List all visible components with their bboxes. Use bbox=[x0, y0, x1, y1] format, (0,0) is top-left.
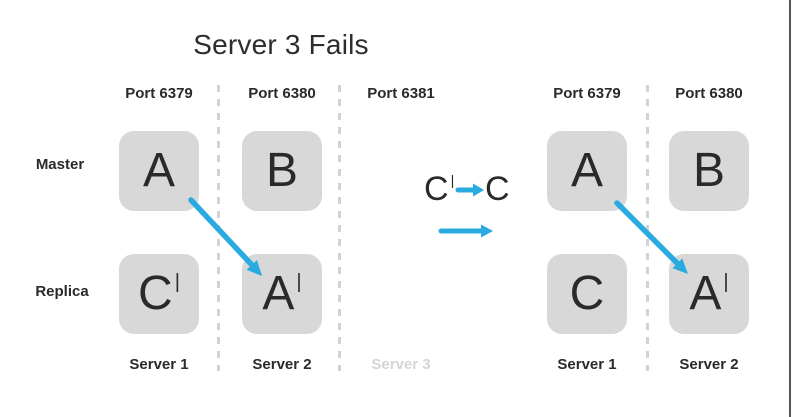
port-label: Port 6379 bbox=[553, 85, 621, 102]
replica-shard-box-c: C bbox=[547, 254, 627, 334]
master-shard-box-b: B bbox=[242, 131, 322, 211]
diagram-title: Server 3 Fails bbox=[193, 29, 369, 60]
row-label-master: Master bbox=[35, 156, 85, 173]
server-label: Server 2 bbox=[252, 356, 312, 373]
shard-letter: A bbox=[570, 144, 603, 197]
shard-letter: B bbox=[692, 144, 725, 197]
prime-mark: | bbox=[723, 270, 729, 293]
shard-letter: A| bbox=[262, 267, 302, 320]
prime-mark: | bbox=[174, 270, 180, 293]
row-label-replica: Replica bbox=[35, 283, 89, 300]
port-label: Port 6379 bbox=[125, 85, 193, 102]
before-server-1-column: Port 6379 A C| Server 1 bbox=[97, 85, 221, 377]
prime-mark: | bbox=[450, 173, 455, 190]
replica-shard-box-c-prime: C| bbox=[119, 254, 199, 334]
server-label-failed: Server 3 bbox=[371, 356, 431, 373]
dashed-separator-2 bbox=[338, 85, 341, 371]
replica-shard-box-a-prime: A| bbox=[669, 254, 749, 334]
port-label: Port 6381 bbox=[367, 85, 435, 102]
shard-letter: B bbox=[265, 144, 298, 197]
transition-from-letter: C| bbox=[424, 170, 454, 215]
master-shard-box-a: A bbox=[547, 131, 627, 211]
shard-letter: A| bbox=[689, 267, 729, 320]
server-label: Server 1 bbox=[129, 356, 189, 373]
before-server-3-column-failed: Port 6381 Server 3 bbox=[339, 85, 463, 377]
before-server-2-column: Port 6380 B A| Server 2 bbox=[220, 85, 344, 377]
master-shard-box-b: B bbox=[669, 131, 749, 211]
prime-mark: | bbox=[296, 270, 302, 293]
master-shard-box-a: A bbox=[119, 131, 199, 211]
after-server-1-column: Port 6379 A C Server 1 bbox=[525, 85, 649, 377]
port-label: Port 6380 bbox=[248, 85, 316, 102]
after-server-2-column: Port 6380 B A| Server 2 bbox=[647, 85, 771, 377]
shard-letter: A bbox=[142, 144, 175, 197]
port-label: Port 6380 bbox=[675, 85, 743, 102]
replica-shard-box-a-prime: A| bbox=[242, 254, 322, 334]
shard-letter: C bbox=[569, 267, 605, 320]
server-label: Server 1 bbox=[557, 356, 617, 373]
transition-to-letter: C bbox=[485, 170, 510, 208]
server-label: Server 2 bbox=[679, 356, 739, 373]
shard-letter: C| bbox=[138, 267, 180, 320]
